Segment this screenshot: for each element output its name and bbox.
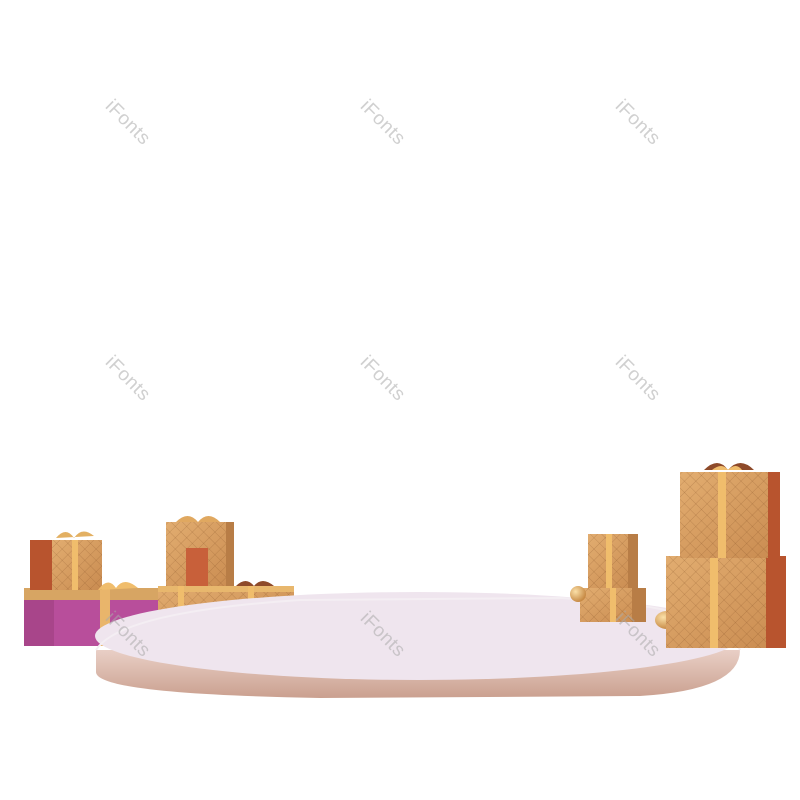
gift-gold-left-top: [30, 531, 102, 590]
gift-gold-right-large-bottom: [666, 556, 786, 648]
gift-gold-right-small-bottom: [580, 588, 646, 622]
gift-gold-right-large-top: [680, 463, 780, 558]
gift-gold-center-tall: [166, 516, 234, 588]
round-display-podium: [95, 592, 741, 698]
gift-gold-right-small-top: [588, 534, 638, 588]
gift-bow: [98, 582, 138, 590]
